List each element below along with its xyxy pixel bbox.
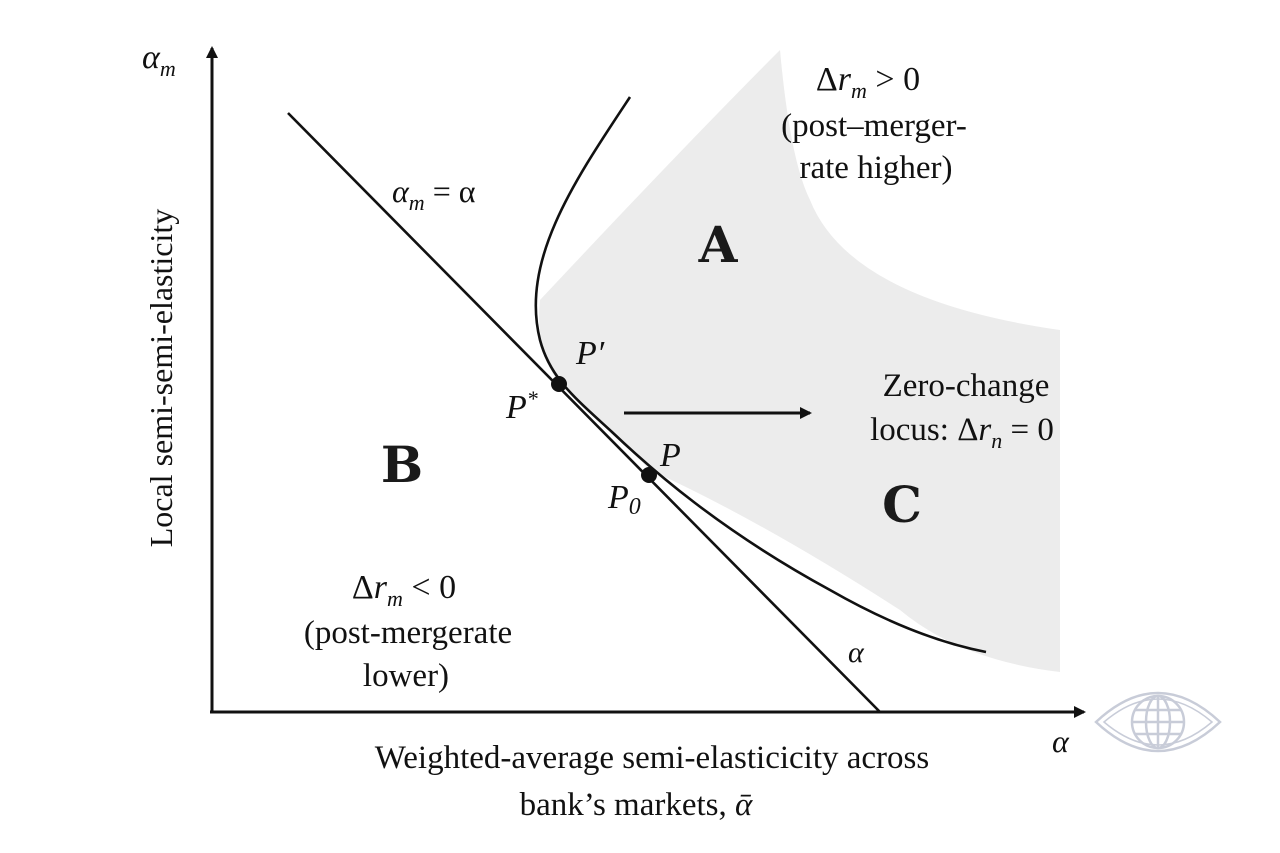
label-p-prime: P′ <box>575 335 605 372</box>
region-b-label: B <box>381 435 423 494</box>
x-axis-label-line1: Weighted-average semi-elasticicity acros… <box>375 740 929 776</box>
upper-note-line2: (post–merger- <box>781 108 967 144</box>
x-axis-symbol: α <box>1052 723 1070 759</box>
diagonal-label: αm = α <box>392 173 476 215</box>
label-p-star: P* <box>505 386 538 426</box>
region-a-label: A <box>698 215 739 274</box>
upper-note-line1: Δrm > 0 <box>816 61 920 103</box>
zero-locus-line2: locus: Δrn = 0 <box>870 412 1054 453</box>
diagonal-line <box>287 112 881 713</box>
lower-note-line2: (post-mergerate <box>304 615 512 651</box>
x-axis-label-line2: bank’s markets, ᾱ <box>520 787 753 823</box>
label-p0: P0 <box>607 479 641 520</box>
point-p0 <box>641 467 657 483</box>
diagonal-end-label: α <box>848 636 865 669</box>
upper-note-line3: rate higher) <box>800 150 953 186</box>
zero-change-curve <box>534 96 987 654</box>
eye-globe-icon <box>1094 691 1222 753</box>
y-axis-symbol: αm <box>142 39 176 81</box>
shaded-region <box>539 50 1060 672</box>
label-p: P <box>659 437 681 474</box>
zero-locus-line1: Zero-change <box>883 368 1050 404</box>
lower-note-line3: lower) <box>363 658 449 694</box>
lower-note-line1: Δrm < 0 <box>352 569 456 611</box>
y-axis-label: Local semi-semi-elasticity <box>143 209 179 548</box>
point-p-star <box>551 376 567 392</box>
region-c-label: C <box>882 475 922 534</box>
